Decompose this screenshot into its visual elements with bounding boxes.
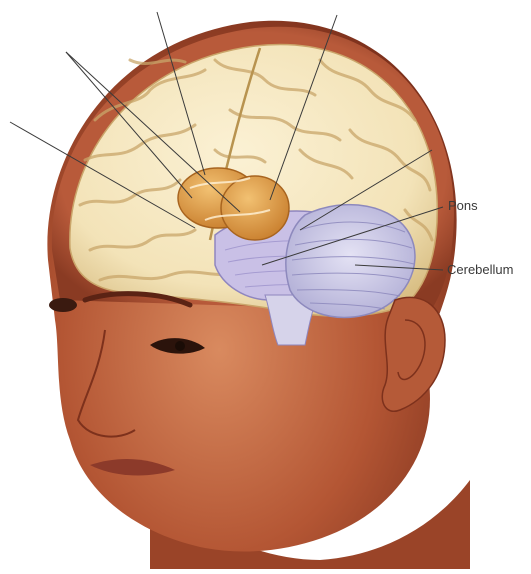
- left-eye: [49, 298, 77, 312]
- ear: [382, 297, 445, 411]
- thalamus-right: [221, 176, 289, 240]
- label-pons: Pons: [448, 198, 478, 213]
- label-cerebellum: Cerebellum: [447, 262, 513, 277]
